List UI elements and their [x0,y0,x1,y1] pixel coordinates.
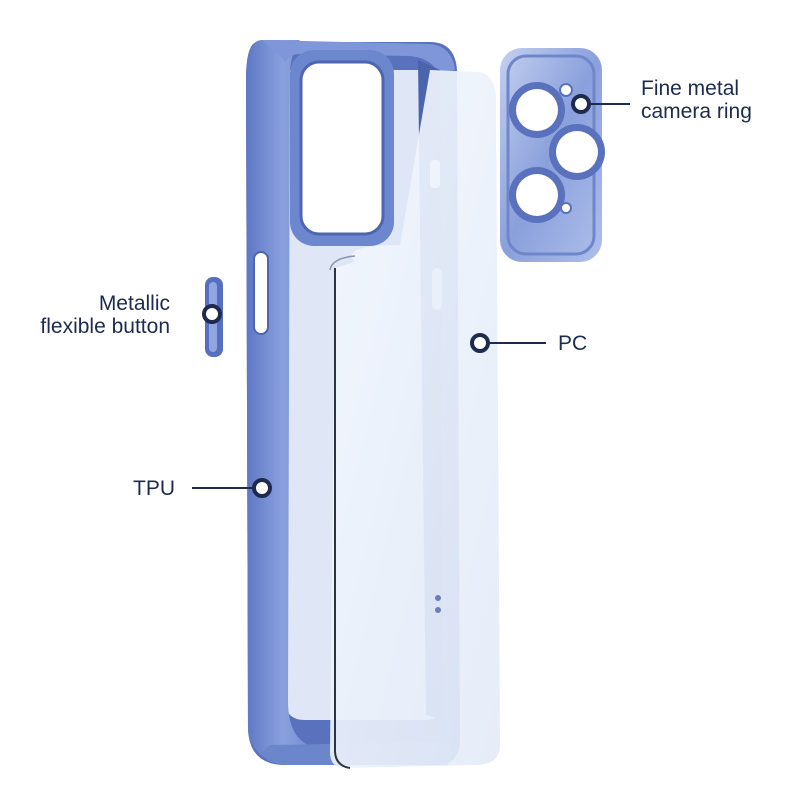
callout-tpu [192,478,272,498]
button-label-line2: flexible button [40,315,170,338]
camera-ring-label: Fine metal camera ring [641,77,752,123]
button-label-line1: Metallic [98,292,170,315]
camera-cutout [290,50,394,246]
pc-label: PC [558,332,588,355]
tpu-label: TPU [133,477,175,500]
callout-button [202,304,222,324]
pc-panel [329,70,500,769]
callout-camera-ring [571,94,630,114]
button-label: Metallic flexible button [18,292,170,338]
camera-ring-label-line2: camera ring [641,100,752,123]
camera-ring-label-line1: Fine metal [641,77,740,100]
camera-ring-part [500,48,605,262]
callout-pc [470,333,546,353]
